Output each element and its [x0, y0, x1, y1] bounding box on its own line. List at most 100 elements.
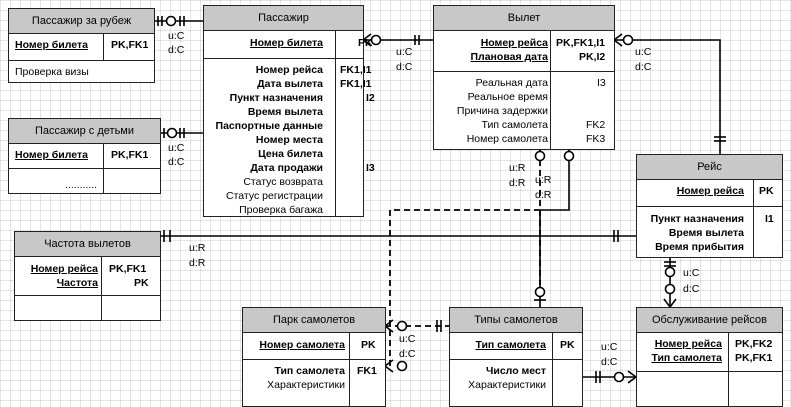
- attribute: Время вылета: [668, 227, 744, 239]
- rel-label: u:C: [601, 341, 618, 353]
- attribute: Характеристики: [468, 379, 546, 391]
- pk-attribute: Номер билета: [15, 149, 88, 161]
- pk-key: PK,FK1: [109, 263, 147, 275]
- attribute: Номер самолета: [466, 133, 548, 145]
- attribute: Реальное время: [467, 91, 548, 103]
- attribute-key: FK2: [586, 119, 606, 131]
- rel-label: u:C: [683, 267, 700, 279]
- entity-title: Вылет: [434, 6, 614, 31]
- pk-attribute: Номер рейса: [676, 185, 744, 197]
- pk-key: PK: [358, 37, 373, 49]
- pk-attribute: Номер билета: [250, 37, 323, 49]
- attribute: Статус регистрации: [226, 190, 323, 202]
- rel-vylet-park: [389, 150, 541, 366]
- rel-label: u:R: [509, 162, 526, 174]
- entity-vylet[interactable]: Вылет Номер рейса PK,FK1,I1 Плановая дат…: [433, 5, 615, 150]
- pk-attribute: Номер билета: [15, 39, 88, 51]
- rel-vylet-reys: [614, 39, 721, 154]
- entity-title: Пассажир за рубеж: [9, 9, 154, 34]
- attribute: Номер места: [255, 134, 323, 146]
- attribute: Дата вылета: [257, 78, 323, 90]
- rel-label: u:C: [396, 46, 413, 58]
- entity-passazhir[interactable]: Пассажир Номер билета PK Номер рейса FK1…: [203, 5, 375, 217]
- pk-key: PK,FK1: [111, 149, 149, 161]
- attribute: Реальная дата: [475, 77, 548, 89]
- entity-title: Парк самолетов: [243, 308, 385, 333]
- ellipsis: ...........: [65, 179, 98, 191]
- rel-label: d:R: [189, 257, 206, 269]
- rel-label: u:C: [168, 30, 185, 42]
- entity-title: Пассажир: [204, 6, 363, 31]
- attribute: Время вылета: [247, 106, 323, 118]
- attribute: Цена билета: [258, 148, 323, 160]
- rel-vylet-tipy: [539, 150, 570, 307]
- rel-label: u:R: [189, 242, 206, 254]
- pk-key: PK: [134, 277, 149, 289]
- pk-attribute: Плановая дата: [470, 51, 549, 63]
- pk-key: PK,I2: [579, 51, 606, 63]
- attribute-key: FK3: [586, 133, 606, 145]
- pk-attribute: Номер самолета: [259, 339, 345, 351]
- rel-label: d:R: [509, 177, 526, 189]
- pk-key: PK,FK1,I1: [556, 37, 606, 49]
- pk-attribute: Частота: [56, 277, 98, 289]
- pk-attribute: Тип самолета: [475, 339, 546, 351]
- pk-key: PK,FK2: [735, 338, 773, 350]
- entity-title: Обслуживание рейсов: [637, 308, 782, 333]
- attribute-key: I3: [366, 162, 375, 174]
- attribute: Тип самолета: [274, 365, 345, 377]
- attribute-key: I1: [765, 213, 774, 225]
- rel-label: d:C: [601, 356, 618, 368]
- pk-key: PK,FK1: [735, 352, 773, 364]
- attribute: Дата продажи: [250, 162, 323, 174]
- rel-label: d:C: [168, 156, 185, 168]
- pk-attribute: Номер рейса: [654, 338, 722, 350]
- attribute-key: FK1,I1: [340, 78, 372, 90]
- entity-reys[interactable]: Рейс Номер рейса PK Пункт назначения I1 …: [636, 154, 783, 258]
- rel-label: d:C: [168, 44, 185, 56]
- entity-title: Рейс: [637, 155, 782, 180]
- entity-title: Пассажир с детьми: [9, 119, 160, 144]
- attribute: Пункт назначения: [650, 213, 744, 225]
- pk-key: PK: [361, 339, 376, 351]
- attribute: Характеристики: [267, 379, 345, 391]
- attribute: Число мест: [486, 365, 546, 377]
- pk-key: PK,FK1: [111, 39, 149, 51]
- attribute: Причина задержки: [456, 105, 548, 117]
- rel-label: d:C: [635, 61, 652, 73]
- pk-attribute: Тип самолета: [651, 352, 722, 364]
- entity-title: Частота вылетов: [15, 232, 160, 257]
- rel-label: d:C: [396, 61, 413, 73]
- pk-attribute: Номер рейса: [30, 263, 98, 275]
- entity-passazhir-zarubezh[interactable]: Пассажир за рубеж Номер билета PK,FK1 Пр…: [8, 8, 155, 83]
- rel-label: u:C: [399, 333, 416, 345]
- rel-label: d:C: [399, 348, 416, 360]
- entity-obsl[interactable]: Обслуживание рейсов Номер рейса PK,FK2 Т…: [636, 307, 783, 407]
- entity-chastota[interactable]: Частота вылетов Номер рейса PK,FK1 Часто…: [14, 231, 161, 321]
- entity-passazhir-deti[interactable]: Пассажир с детьми Номер билета PK,FK1 ..…: [8, 118, 161, 194]
- rel-label: d:C: [683, 283, 700, 295]
- entity-title: Типы самолетов: [450, 308, 582, 333]
- pk-key: PK: [560, 339, 575, 351]
- attribute-key: FK1: [357, 365, 377, 377]
- pk-attribute: Номер рейса: [480, 37, 548, 49]
- rel-label: u:R: [535, 174, 552, 186]
- attribute: Проверка визы: [15, 66, 89, 78]
- rel-label: u:C: [168, 142, 185, 154]
- attribute: Паспортные данные: [215, 120, 323, 132]
- pk-key: PK: [759, 185, 774, 197]
- rel-label: u:C: [635, 46, 652, 58]
- attribute-key: I3: [597, 77, 606, 89]
- attribute-key: I2: [366, 92, 375, 104]
- attribute: Статус возврата: [243, 176, 323, 188]
- attribute: Время прибытия: [655, 241, 744, 253]
- attribute: Номер рейса: [255, 64, 323, 76]
- attribute-key: FK1,I1: [340, 64, 372, 76]
- entity-park[interactable]: Парк самолетов Номер самолета PK Тип сам…: [242, 307, 386, 407]
- attribute: Пункт назначения: [229, 92, 323, 104]
- attribute: Тип самолета: [481, 119, 549, 131]
- entity-tipy[interactable]: Типы самолетов Тип самолета PK Число мес…: [449, 307, 583, 407]
- attribute: Проверка багажа: [239, 204, 323, 216]
